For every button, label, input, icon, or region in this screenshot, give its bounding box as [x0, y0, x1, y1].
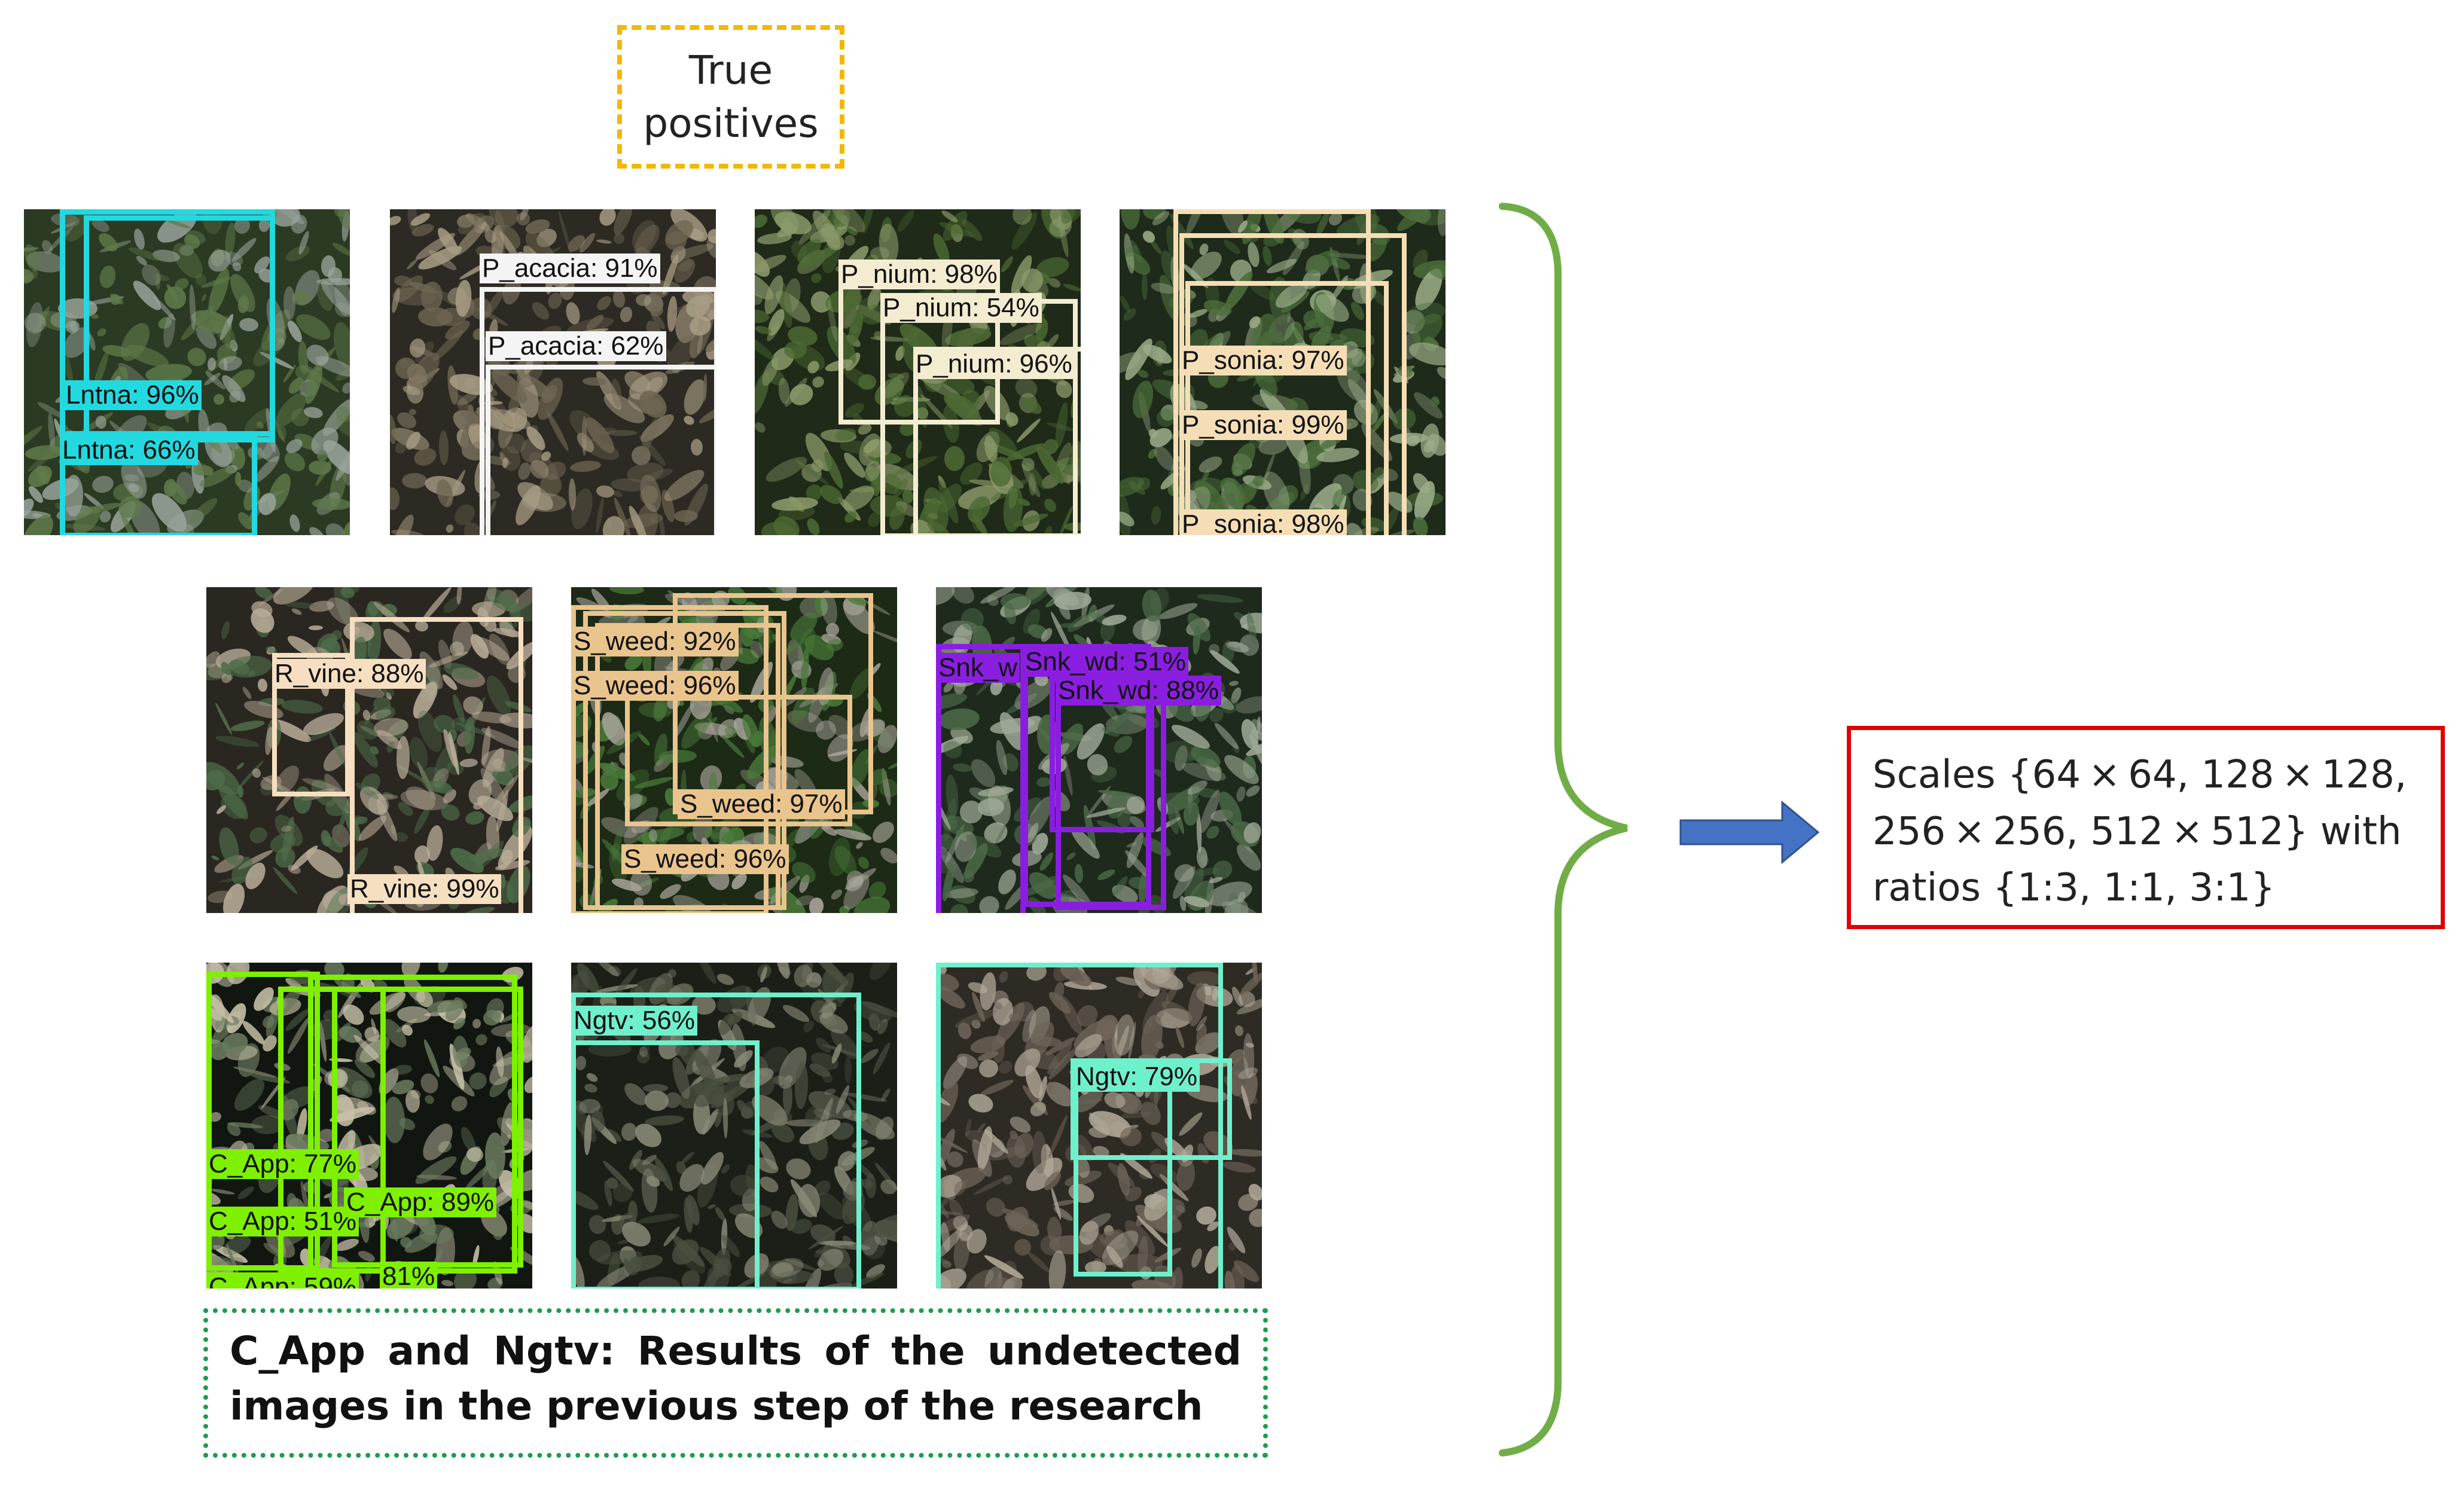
- bbox: [1071, 1058, 1232, 1160]
- bbox: [936, 963, 1223, 1289]
- detection-label: Ngtv: 79%: [1074, 1062, 1200, 1092]
- detection-label: C_App: 77%: [206, 1149, 359, 1179]
- bbox: [486, 365, 716, 535]
- true-positives-line1: True: [688, 47, 773, 93]
- right-arrow-icon: [1679, 800, 1820, 865]
- detection-label: Ngtv: 56%: [571, 1006, 697, 1036]
- detection-image-sonia: P_sonia: 97% P_sonia: 99% P_sonia: 98%: [1120, 209, 1446, 535]
- bbox: [571, 605, 769, 913]
- photo-texture: [24, 209, 350, 535]
- detection-label: S_weed: 96%: [621, 844, 789, 874]
- detection-image-nium: P_nium: 98% P_nium: 54% P_nium: 96%: [755, 209, 1081, 535]
- detection-label: P_nium: 98%: [838, 259, 1000, 289]
- bbox: [1023, 644, 1151, 907]
- detection-label: C_App: 51%: [206, 1207, 359, 1236]
- detection-image-r-vine: R_vine: 88% R_vine: 99%: [206, 587, 532, 913]
- detection-label: Lntna: 96%: [63, 380, 202, 410]
- detection-image-acacia: P_acacia: 91% P_acacia: 62%: [390, 209, 716, 535]
- detection-label: Snk_wd: 51%: [1023, 647, 1189, 677]
- true-positives-label: True positives: [617, 25, 844, 169]
- detection-label: R_vine: 99%: [347, 874, 502, 904]
- detection-label: 81%: [380, 1262, 438, 1289]
- detection-label: Snk_wd: 88%: [1056, 676, 1222, 706]
- detection-image-c-app: C_App: 77% C_App: 51% C_App: 89% C_App: …: [206, 963, 532, 1289]
- bbox: [625, 695, 852, 826]
- detection-label: C_App: 89%: [344, 1187, 497, 1217]
- detection-label: Lntna: 66%: [60, 435, 198, 465]
- detection-label: R_vine: 88%: [272, 659, 426, 689]
- bbox: [1173, 209, 1371, 535]
- detection-label: Snk_w: [936, 653, 1020, 683]
- detection-label: S_weed: 96%: [571, 671, 739, 701]
- detection-image-ngtv-2: Ngtv: 79%: [936, 963, 1262, 1289]
- bbox: [571, 1040, 760, 1289]
- undetected-note: C_App and Ngtv: Results of the undetecte…: [203, 1308, 1268, 1458]
- detection-image-s-weed: S_weed: 92% S_weed: 96% S_weed: 97% S_we…: [571, 587, 897, 913]
- detection-image-snk-wd: Snk_w Snk_wd: 51% Snk_wd: 88%: [936, 587, 1262, 913]
- detection-image-lantana: Lntna: 96% Lntna: 66%: [24, 209, 350, 535]
- detection-label: P_acacia: 91%: [480, 254, 660, 283]
- photo-texture: [206, 587, 532, 913]
- detection-label: P_acacia: 62%: [486, 331, 666, 361]
- detection-label: P_nium: 54%: [880, 293, 1042, 323]
- bbox: [272, 653, 350, 796]
- detection-label: P_sonia: 98%: [1179, 509, 1347, 535]
- true-positives-line2: positives: [643, 100, 819, 146]
- detection-label: P_nium: 96%: [913, 349, 1075, 379]
- bbox: [206, 972, 320, 1271]
- curly-brace: [1499, 203, 1628, 1457]
- detection-label: S_weed: 97%: [678, 789, 845, 819]
- detection-image-ngtv-1: Ngtv: 56%: [571, 963, 897, 1289]
- anchor-scales-box: Scales {64 × 64, 128 × 128, 256 × 256, 5…: [1847, 726, 2445, 929]
- bbox: [595, 623, 780, 910]
- detection-label: S_weed: 92%: [571, 627, 739, 657]
- detection-label: P_sonia: 99%: [1179, 410, 1347, 440]
- detection-label: C_App: 59%: [206, 1272, 359, 1289]
- detection-label: P_sonia: 97%: [1179, 346, 1347, 375]
- bbox: [1179, 233, 1407, 535]
- bbox: [1185, 281, 1389, 535]
- bbox: [350, 617, 523, 913]
